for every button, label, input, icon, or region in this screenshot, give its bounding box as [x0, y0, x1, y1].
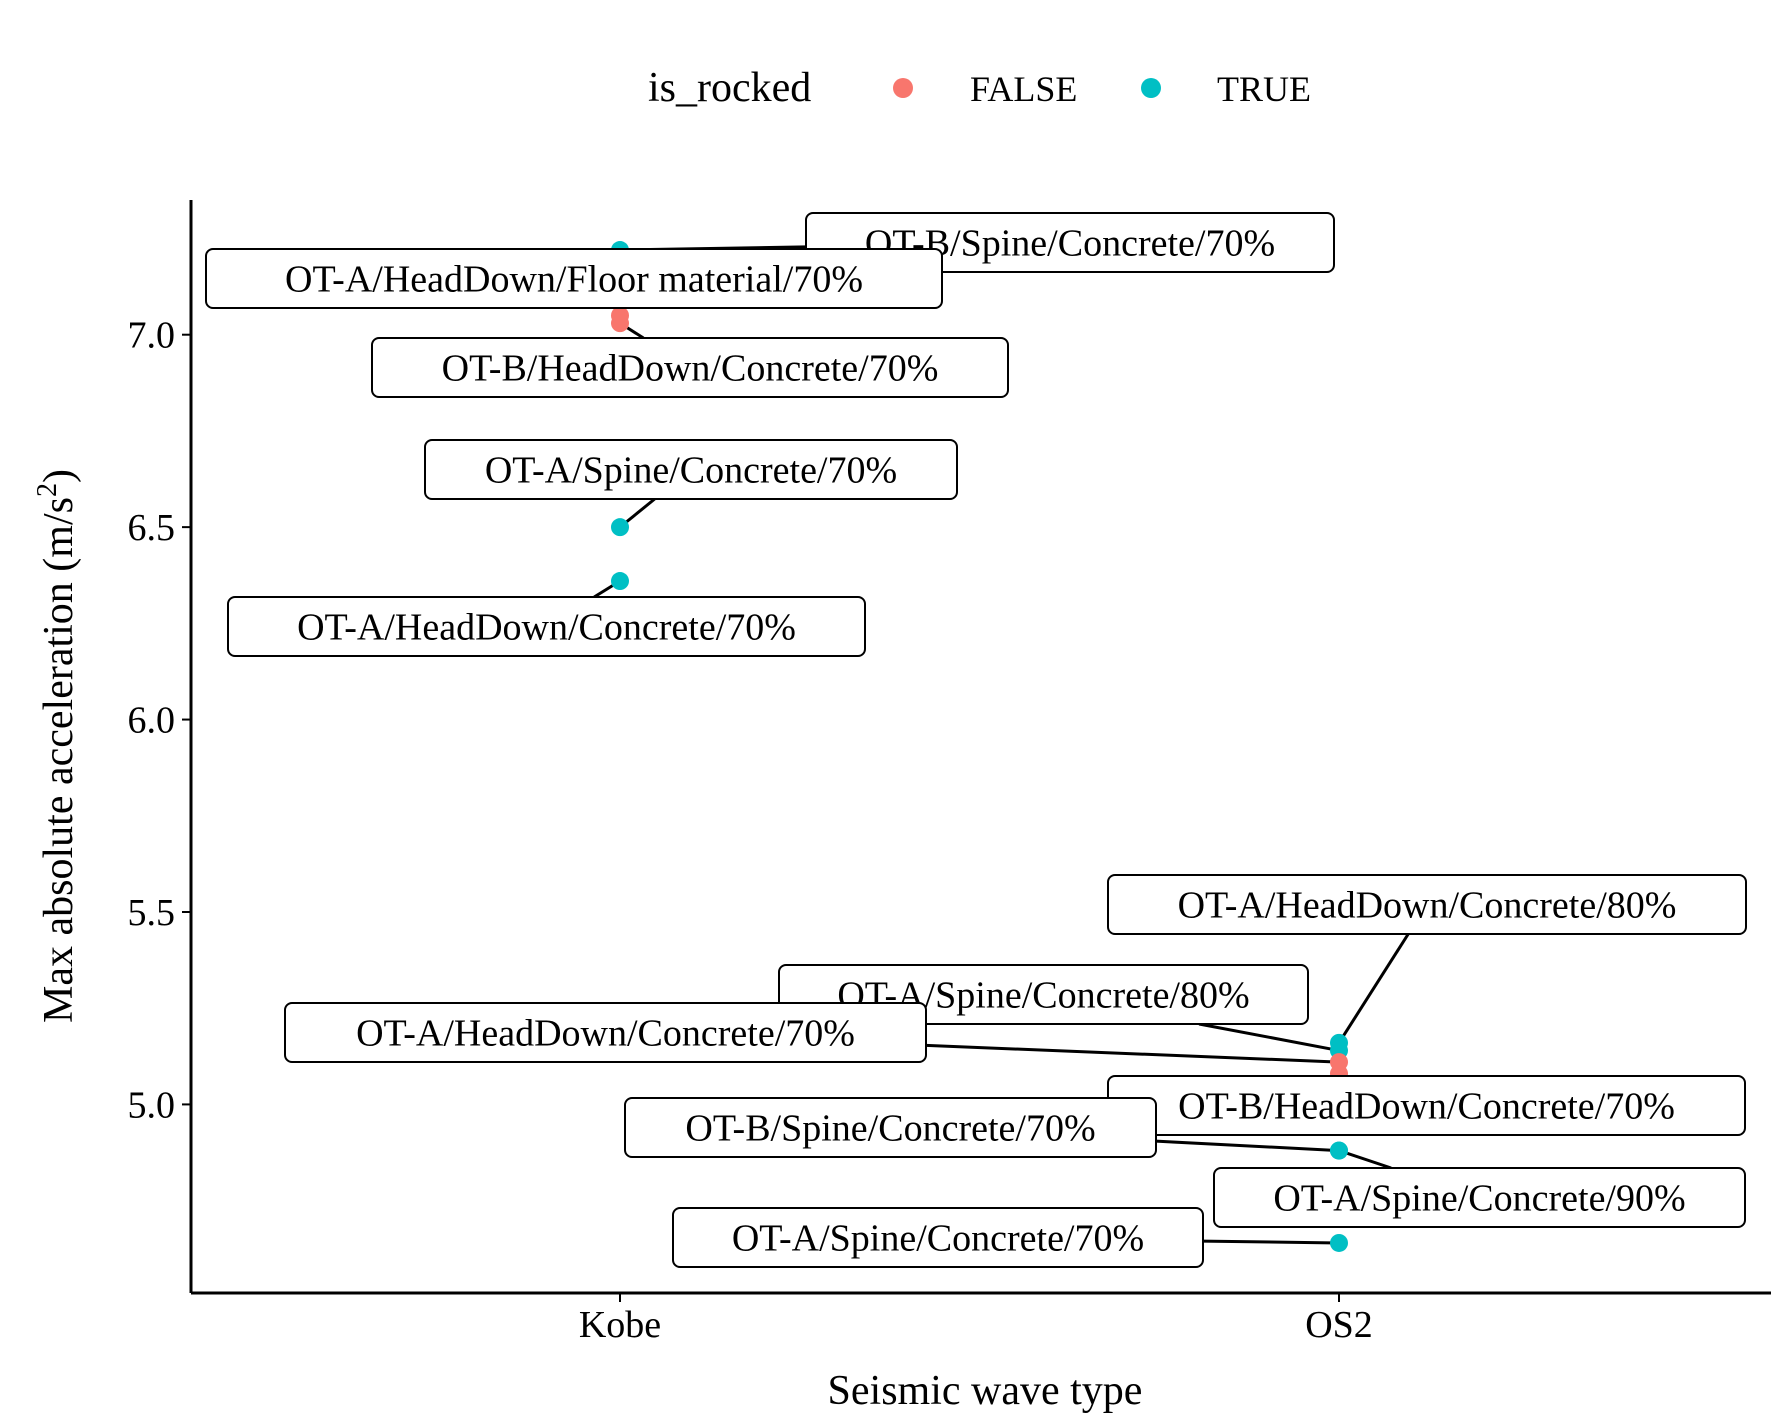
x-axis-ticks: Kobe OS2 [579, 1293, 1373, 1346]
x-tick-label: OS2 [1305, 1304, 1373, 1346]
data-label-box [227, 596, 866, 657]
data-label: OT-B/Spine/Concrete/70% [624, 1097, 1157, 1158]
y-axis-title: Max absolute acceleration (m/s2) [32, 469, 82, 1023]
legend: is_rocked FALSE TRUE [648, 65, 1311, 111]
label-leader-line [1338, 1149, 1392, 1170]
data-label-text: OT-A/HeadDown/Concrete/70% [297, 607, 796, 649]
y-tick-label: 6.0 [128, 700, 176, 742]
data-label-text: OT-A/HeadDown/Concrete/70% [356, 1013, 855, 1055]
data-label-text: OT-A/Spine/Concrete/70% [485, 450, 897, 492]
data-label-text: OT-A/HeadDown/Floor material/70% [285, 259, 863, 301]
data-label-box [284, 1002, 927, 1063]
data-label: OT-A/HeadDown/Concrete/70% [227, 596, 866, 657]
label-leader-line [1202, 1239, 1340, 1245]
data-point [611, 572, 629, 591]
data-label-text: OT-B/HeadDown/Concrete/70% [442, 348, 939, 390]
legend-false-label: FALSE [970, 69, 1077, 109]
label-leader-line [1198, 1022, 1340, 1053]
y-tick-label: 5.0 [128, 1084, 176, 1126]
data-label: OT-A/Spine/Concrete/70% [672, 1207, 1204, 1268]
y-tick-label: 6.5 [128, 507, 176, 549]
legend-true-swatch [1141, 78, 1161, 98]
label-leader-line [1155, 1139, 1340, 1153]
data-label-box [672, 1207, 1204, 1268]
label-leader-line [1337, 933, 1410, 1044]
y-tick-label: 5.5 [128, 892, 176, 934]
data-label-box [371, 337, 1009, 398]
legend-title: is_rocked [648, 65, 811, 111]
data-label-text: OT-A/Spine/Concrete/70% [732, 1218, 1144, 1260]
data-label: OT-A/HeadDown/Concrete/80% [1107, 874, 1747, 935]
data-label: OT-A/HeadDown/Concrete/70% [284, 1002, 927, 1063]
data-label: OT-A/Spine/Concrete/90% [1213, 1167, 1746, 1228]
data-labels: OT-B/Spine/Concrete/70% OT-A/HeadDown/Flo… [205, 212, 1747, 1268]
data-label-text: OT-A/HeadDown/Concrete/80% [1178, 885, 1677, 927]
data-point [1330, 1233, 1348, 1252]
data-point [1330, 1141, 1348, 1160]
data-label-box [1107, 874, 1747, 935]
data-point [611, 518, 629, 537]
data-label: OT-B/HeadDown/Concrete/70% [1107, 1075, 1746, 1136]
data-label-text: OT-B/HeadDown/Concrete/70% [1178, 1086, 1675, 1128]
legend-true-label: TRUE [1217, 69, 1311, 109]
data-label-text: OT-A/Spine/Concrete/90% [1273, 1178, 1685, 1220]
y-axis-ticks: 5.0 5.5 6.0 6.5 7.0 [128, 315, 191, 1126]
data-label-text: OT-B/Spine/Concrete/70% [685, 1108, 1095, 1150]
y-tick-label: 7.0 [128, 315, 176, 357]
y-axis-title-suffix: ) [36, 469, 82, 483]
data-label-box [624, 1097, 1157, 1158]
data-label: OT-B/HeadDown/Concrete/70% [371, 337, 1009, 398]
data-label: OT-A/Spine/Concrete/70% [424, 439, 958, 500]
legend-false-swatch [893, 78, 913, 98]
data-point [611, 314, 629, 333]
data-label-box [205, 248, 943, 309]
x-tick-label: Kobe [579, 1304, 661, 1346]
y-axis-title-superscript: 2 [32, 483, 63, 497]
data-label-box [424, 439, 958, 500]
data-points [611, 241, 1348, 1252]
data-label: OT-A/HeadDown/Floor material/70% [205, 248, 943, 309]
y-axis-title-main: Max absolute acceleration (m/s [36, 497, 82, 1023]
data-label-box [1213, 1167, 1746, 1228]
x-axis-title: Seismic wave type [828, 1368, 1143, 1414]
label-leader-line [925, 1043, 1340, 1064]
